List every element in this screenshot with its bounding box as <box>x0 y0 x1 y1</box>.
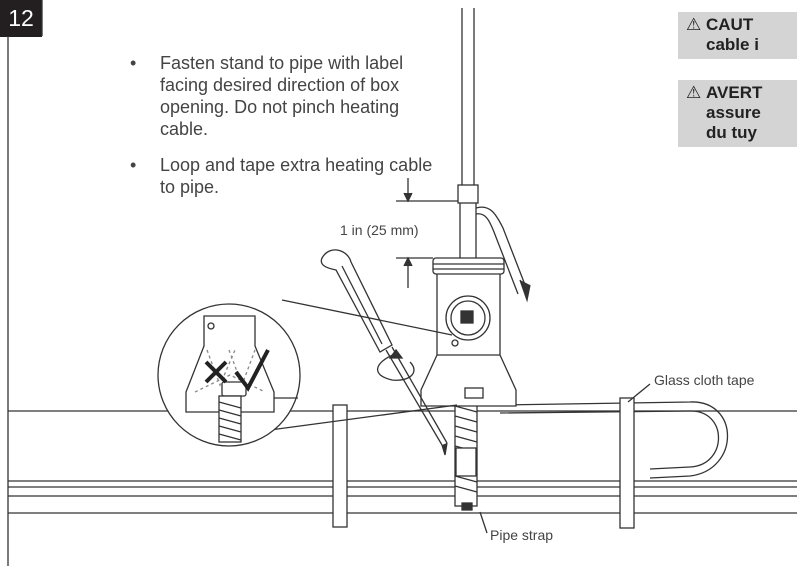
dimension-label: 1 in (25 mm) <box>340 222 419 238</box>
tape-leader-line <box>627 383 651 403</box>
strap-leader-line <box>479 511 488 534</box>
heating-cable <box>8 401 797 497</box>
glass-cloth-tape-wrap <box>619 397 635 529</box>
warning-line-3: du tuy <box>706 123 757 142</box>
caution-note: ⚠CAUT cable i <box>678 12 797 59</box>
cable-tip <box>519 279 531 303</box>
x-mark-icon <box>204 360 228 384</box>
checkmark-icon <box>234 349 270 392</box>
caution-line-1: CAUT <box>706 15 754 34</box>
threaded-stand-post <box>454 387 478 507</box>
warning-triangle-icon: ⚠ <box>686 83 702 102</box>
pipe <box>8 410 797 514</box>
callout-line <box>281 299 453 336</box>
pipe-strap-clip <box>461 502 473 511</box>
warning-triangle-icon: ⚠ <box>686 15 702 34</box>
conduit-tube <box>457 8 479 258</box>
instruction-item: Loop and tape extra heating cable to pip… <box>130 154 450 198</box>
callout-line <box>269 404 458 431</box>
dimension-marker <box>396 178 458 288</box>
screwdriver <box>320 249 448 456</box>
warning-line-1: AVERT <box>706 83 763 102</box>
heating-cable-end <box>475 213 519 295</box>
pipe-strap-label: Pipe strap <box>490 527 554 543</box>
instruction-list: Fasten stand to pipe with label facing d… <box>130 52 450 212</box>
heating-cable-end <box>475 206 528 291</box>
junction-box-stand <box>420 257 517 407</box>
detail-magnifier <box>157 303 301 447</box>
pipe-strap <box>332 404 348 528</box>
glass-cloth-tape-label: Glass cloth tape <box>654 372 755 388</box>
warning-line-2: assure <box>706 103 761 122</box>
instruction-item: Fasten stand to pipe with label facing d… <box>130 52 450 140</box>
warning-note: ⚠AVERT assure du tuy <box>678 80 797 147</box>
rotate-arrow-icon <box>377 353 415 381</box>
step-number: 12 <box>0 0 42 37</box>
caution-line-2: cable i <box>706 35 759 54</box>
rotate-arrowhead <box>388 348 404 359</box>
